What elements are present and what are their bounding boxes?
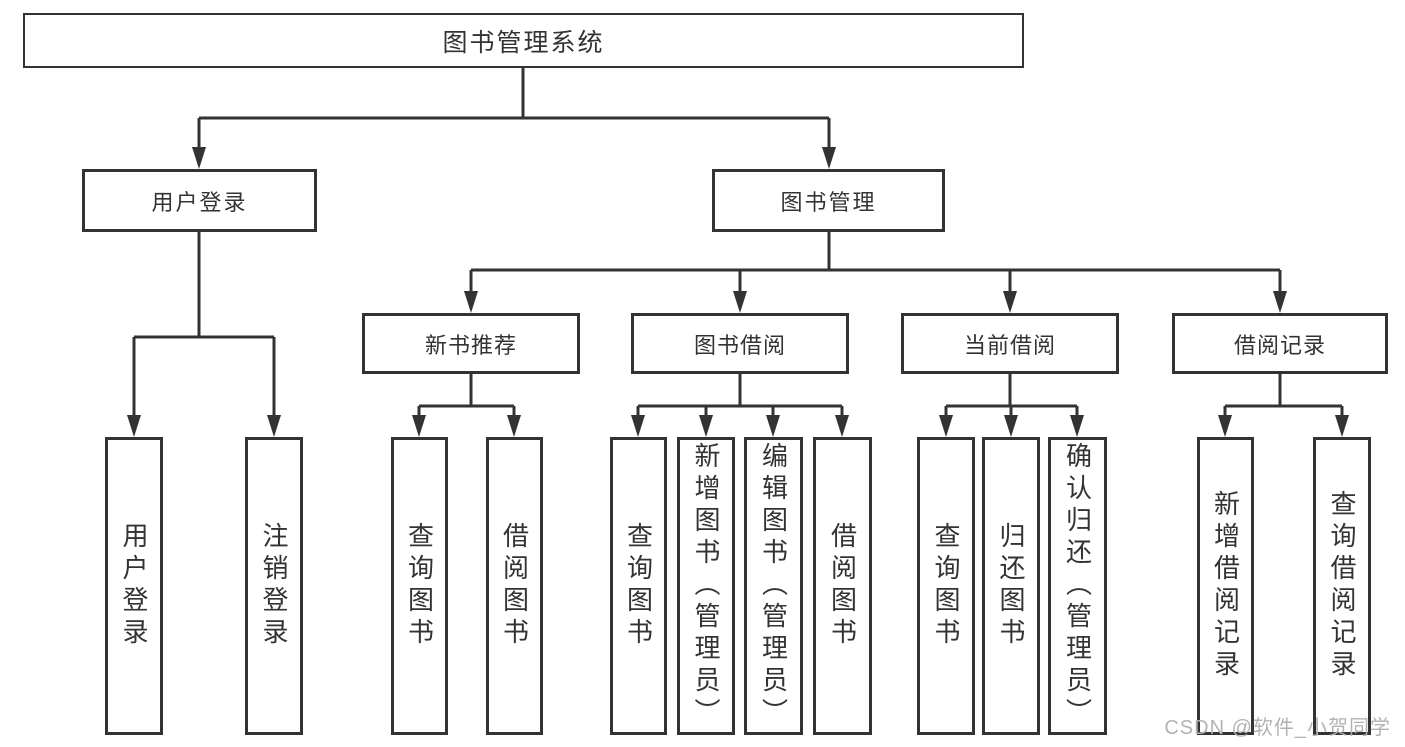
connector-book-borrowing xyxy=(631,374,849,437)
connector-user-login xyxy=(127,232,281,437)
arrow-down-icon xyxy=(1004,415,1018,437)
leaf-edit-book-admin: 编辑图书（管理员） xyxy=(744,437,803,735)
node-label: 注销登录 xyxy=(259,522,289,650)
connector-root xyxy=(192,68,836,169)
node-label: 图书管理 xyxy=(780,189,877,215)
arrow-down-icon xyxy=(733,291,747,313)
arrow-down-icon xyxy=(267,415,281,437)
node-label: 借阅图书 xyxy=(827,522,858,650)
node-label: 确认归还（管理员） xyxy=(1062,442,1093,730)
leaf-user-login: 用户登录 xyxy=(105,437,163,735)
arrow-down-icon xyxy=(631,415,645,437)
arrow-down-icon xyxy=(1218,415,1232,437)
node-label: 查询图书 xyxy=(623,522,654,650)
node-book-management: 图书管理 xyxy=(712,169,945,232)
arrow-down-icon xyxy=(766,415,780,437)
connector-borrowing-records xyxy=(1218,374,1349,437)
leaf-query-books-borrowing: 查询图书 xyxy=(610,437,667,735)
connector-current-borrowing xyxy=(939,374,1084,437)
node-label: 新增借阅记录 xyxy=(1210,490,1241,682)
arrow-down-icon xyxy=(939,415,953,437)
leaf-logout: 注销登录 xyxy=(245,437,303,735)
node-user-login: 用户登录 xyxy=(82,169,317,232)
leaf-add-book-admin: 新增图书（管理员） xyxy=(677,437,735,735)
leaf-borrow-books-recommend: 借阅图书 xyxy=(486,437,543,735)
arrow-down-icon xyxy=(192,147,206,169)
leaf-return-books: 归还图书 xyxy=(982,437,1040,735)
arrow-down-icon xyxy=(1273,291,1287,313)
node-new-book-recommendation: 新书推荐 xyxy=(362,313,580,374)
node-label: 借阅图书 xyxy=(499,522,530,650)
leaf-borrow-books-borrowing: 借阅图书 xyxy=(813,437,872,735)
arrow-down-icon xyxy=(1070,415,1084,437)
connector-new-book-recommendation xyxy=(412,374,521,437)
node-label: 图书借阅 xyxy=(693,332,786,358)
node-label: 新书推荐 xyxy=(424,332,517,358)
node-label: 查询图书 xyxy=(404,522,435,650)
leaf-query-books-recommend: 查询图书 xyxy=(391,437,448,735)
node-label: 查询图书 xyxy=(931,522,961,650)
arrow-down-icon xyxy=(1003,291,1017,313)
arrow-down-icon xyxy=(127,415,141,437)
arrow-down-icon xyxy=(822,147,836,169)
arrow-down-icon xyxy=(835,415,849,437)
node-label: 编辑图书（管理员） xyxy=(758,442,789,730)
leaf-add-borrow-record: 新增借阅记录 xyxy=(1197,437,1254,735)
node-label: 当前借阅 xyxy=(963,332,1056,358)
arrow-down-icon xyxy=(699,415,713,437)
node-label: 图书管理系统 xyxy=(442,28,605,57)
node-label: 借阅记录 xyxy=(1233,332,1326,358)
node-book-borrowing: 图书借阅 xyxy=(631,313,849,374)
node-current-borrowing: 当前借阅 xyxy=(901,313,1119,374)
arrow-down-icon xyxy=(412,415,426,437)
node-label: 查询借阅记录 xyxy=(1327,490,1357,682)
node-library-system: 图书管理系统 xyxy=(23,13,1024,68)
node-borrowing-records: 借阅记录 xyxy=(1172,313,1388,374)
arrow-down-icon xyxy=(1335,415,1349,437)
leaf-query-borrow-record: 查询借阅记录 xyxy=(1313,437,1371,735)
arrow-down-icon xyxy=(507,415,521,437)
leaf-confirm-return-admin: 确认归还（管理员） xyxy=(1048,437,1107,735)
leaf-query-books-current: 查询图书 xyxy=(917,437,975,735)
node-label: 归还图书 xyxy=(996,522,1026,650)
node-label: 新增图书（管理员） xyxy=(691,442,721,730)
node-label: 用户登录 xyxy=(151,189,248,215)
node-label: 用户登录 xyxy=(119,522,149,650)
watermark: CSDN @软件_小贺同学 xyxy=(1164,717,1391,739)
connector-book-management xyxy=(464,232,1287,313)
arrow-down-icon xyxy=(464,291,478,313)
